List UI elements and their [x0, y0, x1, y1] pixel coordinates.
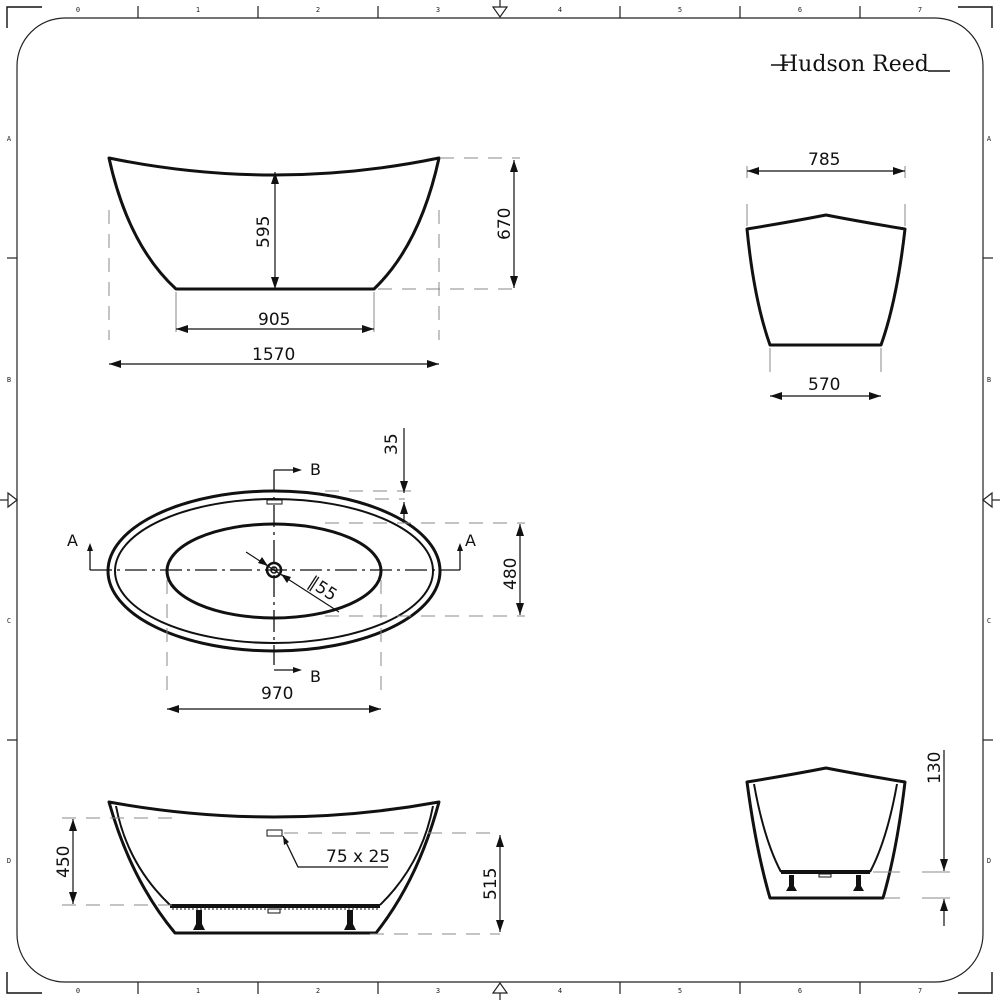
svg-text:3: 3	[436, 987, 440, 995]
svg-text:2: 2	[316, 987, 320, 995]
top-ruler: 0 1 2 3 4 5 6 7	[76, 0, 922, 19]
svg-text:5: 5	[678, 6, 682, 14]
svg-text:B: B	[7, 376, 11, 384]
svg-text:480: 480	[501, 558, 521, 590]
svg-text:450: 450	[54, 846, 74, 878]
svg-text:35: 35	[382, 433, 402, 455]
center-mark-right	[982, 491, 993, 509]
svg-text:2: 2	[316, 6, 320, 14]
overflow-rect-icon	[266, 829, 283, 837]
svg-text:785: 785	[808, 150, 840, 170]
center-mark-bottom	[491, 981, 509, 994]
svg-text:3: 3	[436, 6, 440, 14]
svg-text:6: 6	[798, 987, 802, 995]
svg-text:905: 905	[258, 310, 290, 330]
bottom-ruler: 0 1 2 3 4 5 6 7	[76, 981, 922, 1000]
svg-text:1570: 1570	[252, 345, 295, 365]
center-mark-top	[491, 6, 509, 19]
overflow-icon	[266, 499, 283, 505]
svg-text:595: 595	[254, 216, 274, 248]
svg-text:75 x 25: 75 x 25	[326, 847, 390, 867]
svg-text:4: 4	[558, 6, 562, 14]
svg-text:1: 1	[196, 987, 200, 995]
svg-text:1: 1	[196, 6, 200, 14]
drawing-border	[16, 17, 984, 983]
waste-icon	[265, 561, 283, 579]
svg-text:4: 4	[558, 987, 562, 995]
svg-text:D: D	[987, 857, 991, 865]
end-elevation-outline	[745, 213, 907, 347]
section-b-view: 130	[745, 750, 950, 926]
svg-text:∥55: ∥55	[304, 572, 340, 605]
corner-brackets	[6, 6, 993, 994]
right-ruler: A B C D	[982, 135, 1000, 865]
svg-text:B: B	[987, 376, 991, 384]
svg-text:A: A	[7, 135, 12, 143]
svg-text:D: D	[7, 857, 11, 865]
center-mark-left	[7, 491, 18, 509]
section-a-view: 75 x 25 450 515	[54, 800, 504, 935]
svg-text:C: C	[7, 617, 11, 625]
section-a-right-label: A	[465, 531, 476, 550]
brand-logo: Hudson Reed	[771, 52, 950, 77]
svg-text:C: C	[987, 617, 991, 625]
left-ruler: A B C D	[0, 135, 18, 865]
svg-text:0: 0	[76, 987, 80, 995]
svg-text:570: 570	[808, 375, 840, 395]
side-elevation-view: 595 670 905 1570	[107, 156, 520, 368]
svg-text:6: 6	[798, 6, 802, 14]
svg-text:Hudson Reed: Hudson Reed	[779, 52, 929, 77]
svg-text:5: 5	[678, 987, 682, 995]
end-elevation-view: 785 570	[745, 150, 907, 400]
svg-text:7: 7	[918, 987, 922, 995]
svg-text:A: A	[987, 135, 992, 143]
section-a-left-label: A	[67, 531, 78, 550]
svg-text:7: 7	[918, 6, 922, 14]
side-elevation-outline	[107, 156, 441, 291]
svg-text:515: 515	[481, 868, 501, 900]
section-b-top-label: B	[310, 460, 321, 479]
svg-text:0: 0	[76, 6, 80, 14]
svg-text:970: 970	[261, 684, 293, 704]
svg-text:130: 130	[925, 752, 945, 784]
section-b-bottom-label: B	[310, 667, 321, 686]
plan-view: A A B B ∥55 970 480	[67, 428, 525, 713]
svg-text:670: 670	[495, 208, 515, 240]
